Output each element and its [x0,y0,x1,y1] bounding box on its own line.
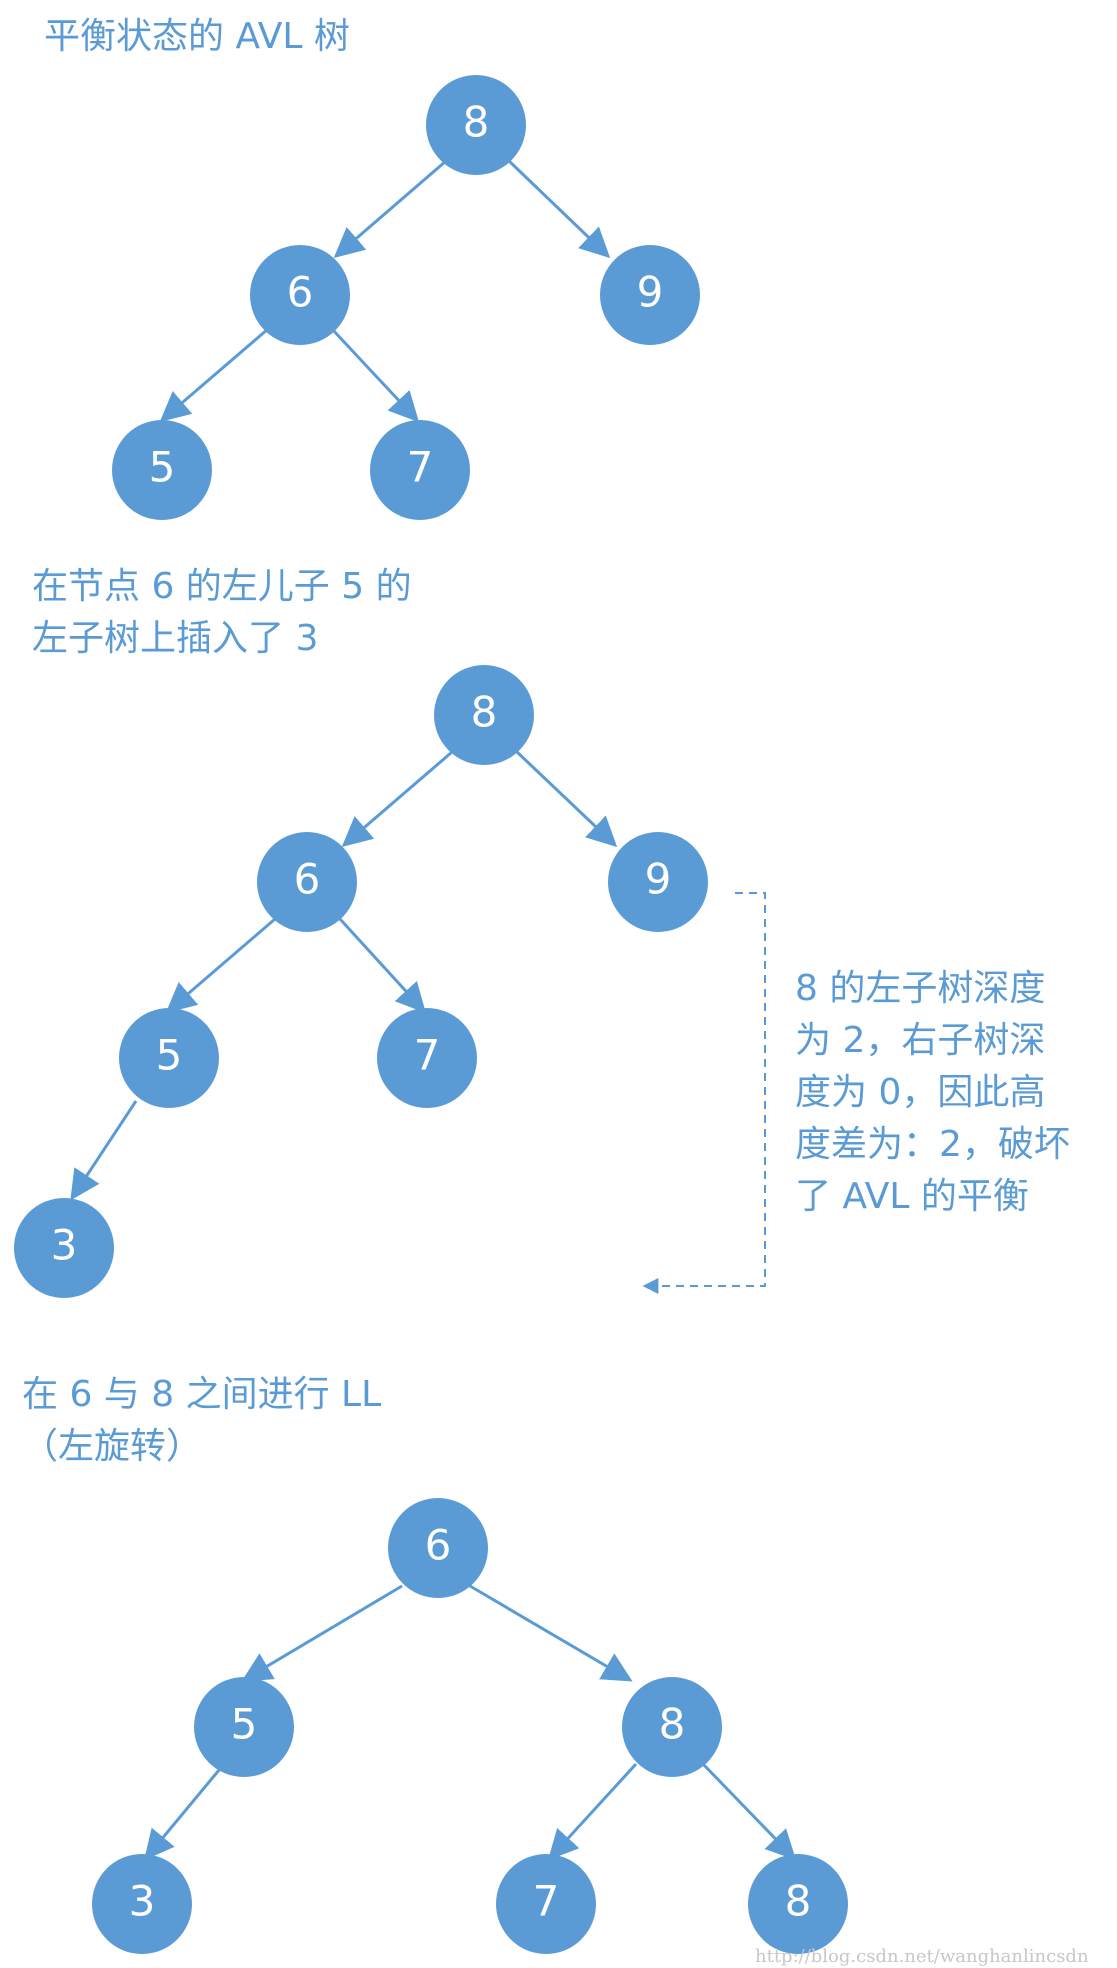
imbalance-note-line-4: 度差为：2，破坏 [795,1124,1070,1165]
tree-node-5-inserted: 5 [119,1008,219,1108]
node-label-8-rotated: 8 [659,1700,686,1749]
tree-node-7-balanced: 7 [370,420,470,520]
node-label-7-rotated: 7 [533,1877,560,1926]
node-label-3-inserted: 3 [51,1221,78,1270]
tree-node-6-rotated: 6 [388,1498,488,1598]
tree-node-6-balanced: 6 [250,245,350,345]
edge-8-9-balanced [507,159,611,259]
imbalance-note-line-5: 了 AVL 的平衡 [795,1176,1029,1217]
node-label-6-inserted: 6 [294,855,321,904]
node-label-5-balanced: 5 [149,443,176,492]
tree-node-7-inserted: 7 [377,1008,477,1108]
after-insert-caption-line-1: 在节点 6 的左儿子 5 的 [32,566,412,607]
edge-5-3-inserted [70,1100,138,1201]
tree-node-7-rotated: 7 [496,1854,596,1954]
node-label-5-rotated: 5 [231,1700,258,1749]
imbalance-guide-arrow [642,892,766,1294]
tree-node-5-rotated: 5 [194,1677,294,1777]
tree-node-9-inserted: 9 [608,832,708,932]
imbalance-note-line-2: 为 2，右子树深 [795,1020,1045,1061]
node-label-9-inserted: 9 [645,855,672,904]
edge-5-3-rotated [144,1763,226,1861]
node-label-8-balanced: 8 [463,98,490,147]
edge-8-6-balanced [333,159,447,258]
tree-node-8-rotated: 8 [622,1677,722,1777]
after-insert-caption-line-2: 左子树上插入了 3 [32,618,318,659]
rotation-caption-line-2: （左旋转） [22,1426,202,1467]
edge-6-8-rotated [469,1584,633,1682]
node-label-9-balanced: 9 [637,268,664,317]
edge-6-7-inserted [338,917,427,1014]
node-label-8-inserted: 8 [471,688,498,737]
edge-6-5-rotated [241,1584,403,1682]
edge-8-9-inserted [515,750,618,848]
tree-node-5-balanced: 5 [112,420,212,520]
rotation-caption-line-1: 在 6 与 8 之间进行 LL [22,1374,381,1415]
edge-6-5-balanced [159,327,269,422]
node-label-6-balanced: 6 [287,268,314,317]
tree-node-3-inserted: 3 [14,1198,114,1298]
node-label-5-inserted: 5 [156,1031,183,1080]
tree-node-8-inserted: 8 [434,665,534,765]
tree-node-8-balanced: 8 [426,75,526,175]
edge-6-7-balanced [330,327,420,423]
edge-8-6-inserted [341,750,453,847]
edge-6-5-inserted [165,917,276,1013]
node-label-6-rotated: 6 [425,1521,452,1570]
node-label-7-balanced: 7 [407,443,434,492]
imbalance-note-line-1: 8 的左子树深度 [795,968,1045,1009]
tree-node-3-rotated: 3 [92,1854,192,1954]
watermark-url: http://blog.csdn.net/wanghanlincsdn [755,1946,1089,1967]
node-label-8-leaf-rotated: 8 [785,1877,812,1926]
edge-8-8-rotated [701,1762,797,1861]
tree-node-8-leaf-rotated: 8 [748,1854,848,1954]
edge-8-7-rotated [547,1762,638,1861]
imbalance-note-line-3: 度为 0，因此高 [795,1072,1045,1113]
balanced-caption: 平衡状态的 AVL 树 [44,16,350,57]
tree-node-9-balanced: 9 [600,245,700,345]
node-label-7-inserted: 7 [414,1031,441,1080]
tree-node-6-inserted: 6 [257,832,357,932]
node-label-3-rotated: 3 [129,1877,156,1926]
